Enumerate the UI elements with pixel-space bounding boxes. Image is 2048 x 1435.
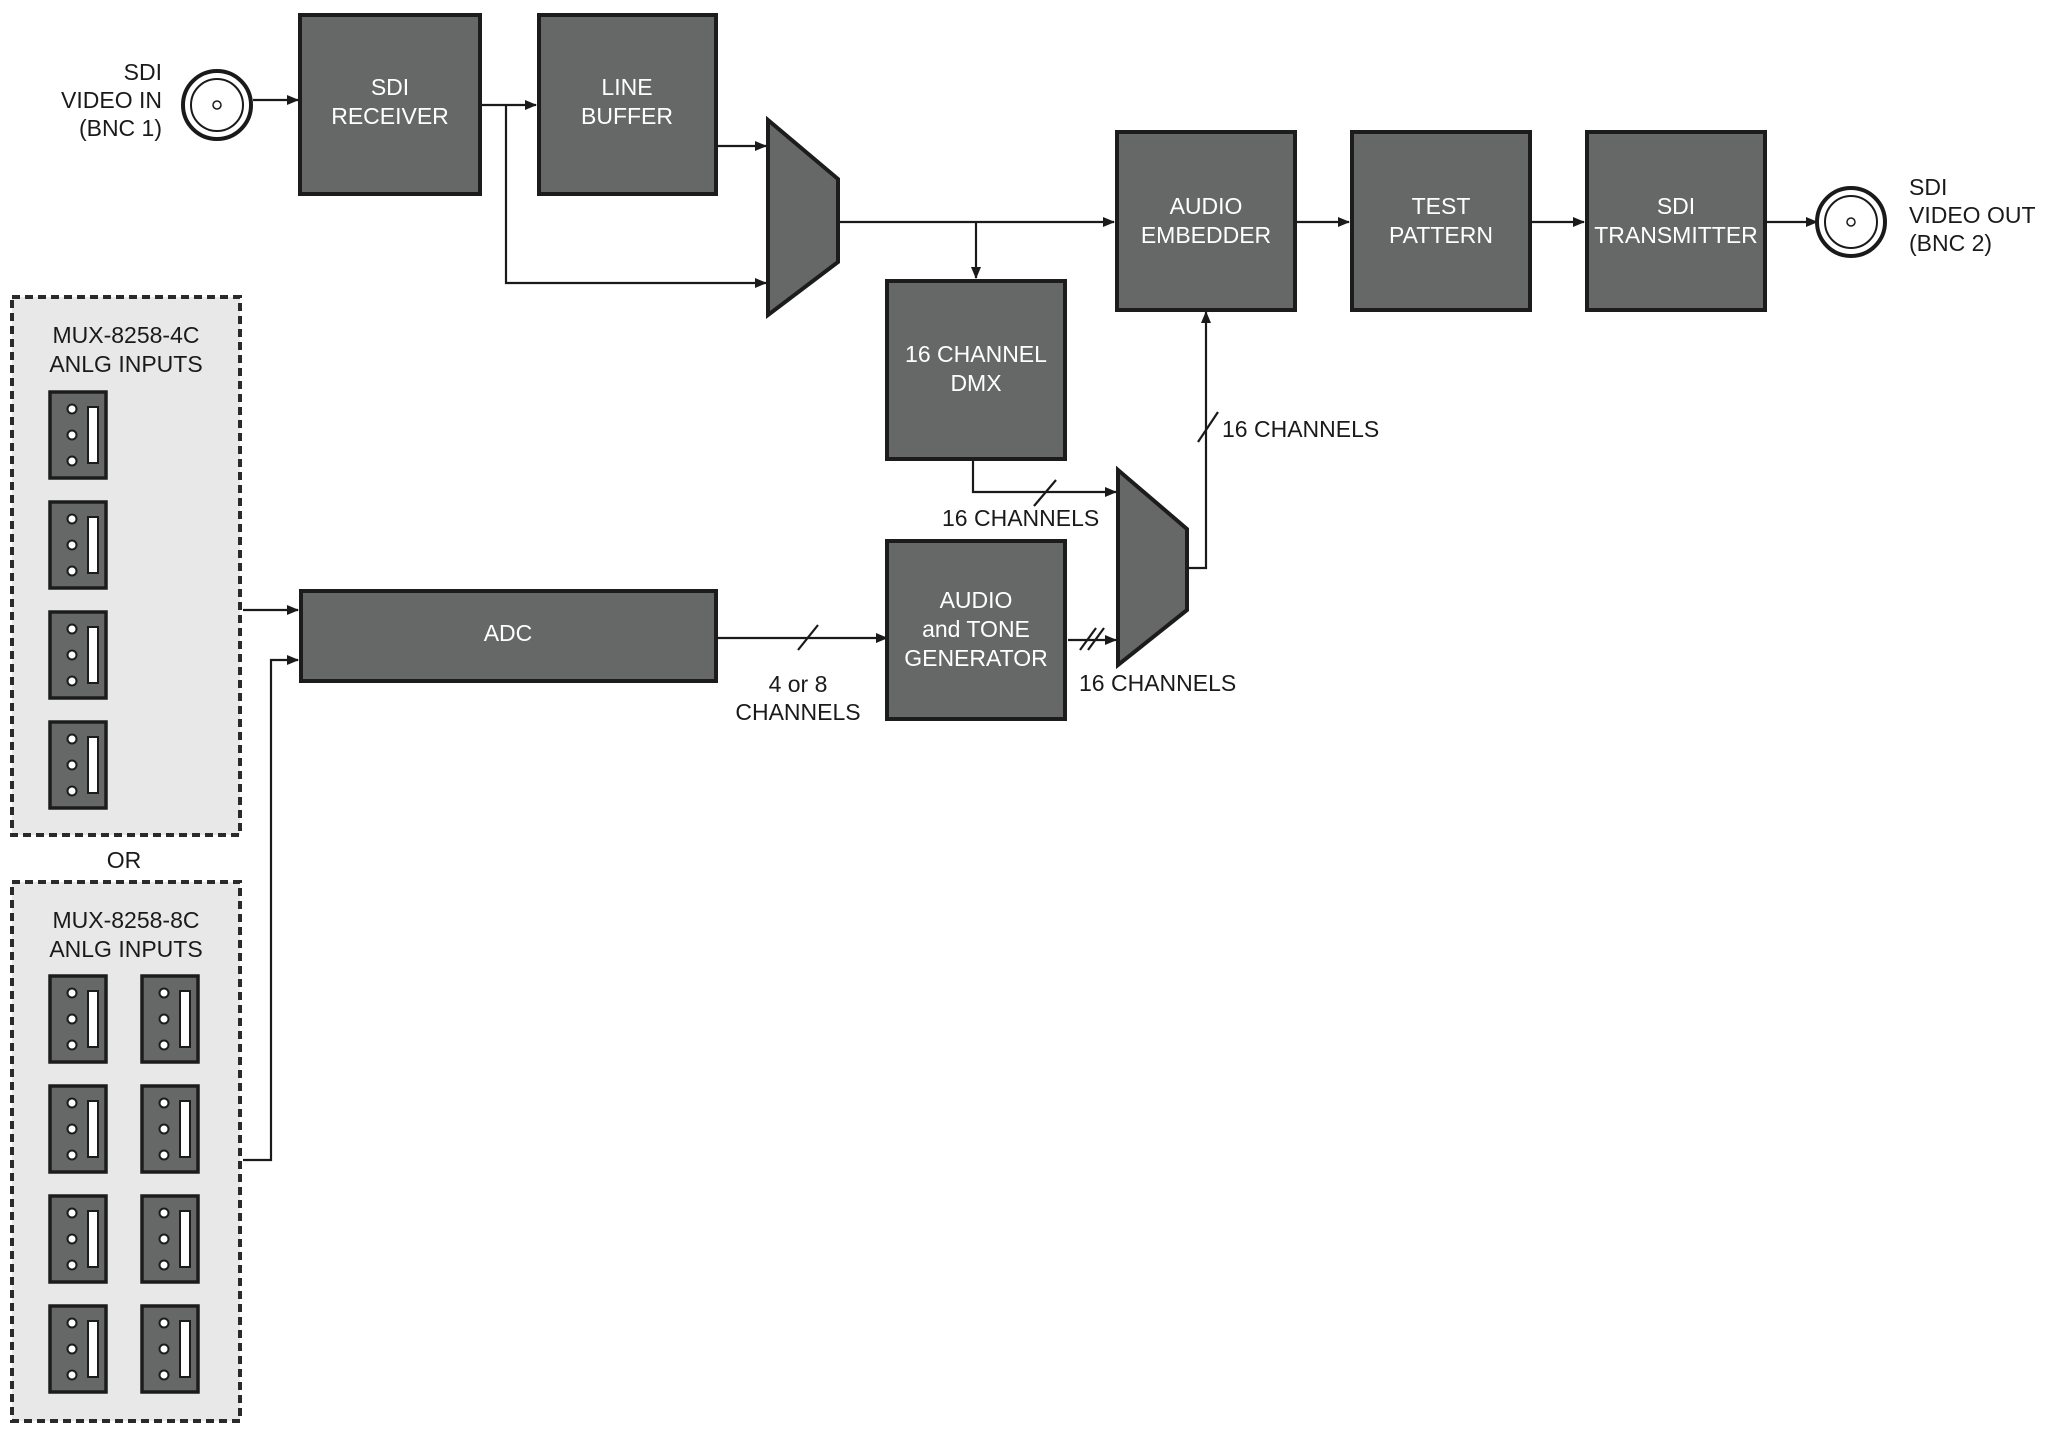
or-label: OR: [107, 847, 142, 873]
analog-input-connector-icon: [140, 1304, 200, 1394]
sdi-transmitter-block: [1585, 130, 1767, 312]
video-out-label-2: VIDEO OUT: [1909, 202, 2036, 228]
audio-tone-generator-block: [885, 539, 1067, 721]
audio-tone-generator-label-1: AUDIO: [940, 587, 1013, 613]
analog-input-connector-icon: [48, 500, 108, 590]
analog-input-connector-icon: [48, 1084, 108, 1174]
dmx-block: [885, 279, 1067, 461]
analog-input-connector-icon: [140, 1084, 200, 1174]
analog-input-connector-icon: [48, 390, 108, 480]
bus-slash-top: [1197, 411, 1219, 443]
analog-input-connector-icon: [48, 974, 108, 1064]
video-in-label-2: VIDEO IN: [61, 87, 162, 113]
sdi-transmitter-label-2: TRANSMITTER: [1594, 222, 1758, 248]
audio-embedder-block: [1115, 130, 1297, 312]
adc-label: ADC: [484, 620, 533, 646]
channels-4or8-label-2: CHANNELS: [735, 699, 860, 725]
analog-input-connectors: [48, 390, 200, 1394]
sdi-transmitter-label-1: SDI: [1657, 193, 1695, 219]
wire-8c-panel-to-adc: [243, 655, 299, 1162]
wire-audio-mux-to-embedder: [1187, 311, 1211, 570]
bus-slashes: [797, 411, 1219, 651]
bnc-1-connector-icon: [181, 69, 253, 141]
mux-8c-title-1: MUX-8258-8C: [53, 907, 200, 933]
line-buffer-block: [537, 13, 718, 196]
channels-16-bottom-label: 16 CHANNELS: [1079, 670, 1236, 696]
mux-8c-title-2: ANLG INPUTS: [49, 936, 202, 962]
signal-wires: [243, 95, 1818, 1162]
mux-4c-title-1: MUX-8258-4C: [53, 322, 200, 348]
mux-4c-title-2: ANLG INPUTS: [49, 351, 202, 377]
audio-mux: [1116, 465, 1189, 670]
sdi-receiver-block: [298, 13, 482, 196]
wire-dmx-to-audio-mux: [971, 460, 1117, 497]
mux-8258-4c-panel: [10, 295, 242, 837]
bus-slash-gen-a: [1079, 627, 1097, 651]
bnc-2-connector-icon: [1815, 186, 1887, 258]
bus-slash-adc: [797, 624, 819, 651]
line-buffer-label-2: BUFFER: [581, 103, 673, 129]
audio-tone-generator-label-3: GENERATOR: [904, 645, 1048, 671]
analog-input-connector-icon: [48, 720, 108, 810]
video-in-label-1: SDI: [124, 59, 162, 85]
sdi-receiver-label-1: SDI: [371, 74, 409, 100]
channels-16-top-label: 16 CHANNELS: [1222, 416, 1379, 442]
analog-input-connector-icon: [140, 1194, 200, 1284]
sdi-receiver-label-2: RECEIVER: [331, 103, 449, 129]
bus-slash-gen-b: [1087, 627, 1105, 651]
adc-block: [299, 589, 718, 683]
video-out-label-3: (BNC 2): [1909, 230, 1992, 256]
audio-tone-generator-label-2: and TONE: [922, 616, 1030, 642]
dmx-label-1: 16 CHANNEL: [905, 341, 1047, 367]
wire-receiver-bypass-to-mux: [504, 105, 767, 288]
bus-slash-mid: [1033, 479, 1057, 507]
line-buffer-label-1: LINE: [601, 74, 652, 100]
test-pattern-label-2: PATTERN: [1389, 222, 1493, 248]
dmx-label-2: DMX: [950, 370, 1001, 396]
channels-16-mid-label: 16 CHANNELS: [942, 505, 1099, 531]
test-pattern-block: [1350, 130, 1532, 312]
test-pattern-label-1: TEST: [1412, 193, 1471, 219]
video-out-label-1: SDI: [1909, 174, 1947, 200]
analog-input-connector-icon: [48, 1194, 108, 1284]
analog-input-connector-icon: [140, 974, 200, 1064]
mux-8258-8c-panel: [10, 880, 242, 1423]
audio-embedder-label-1: AUDIO: [1170, 193, 1243, 219]
video-mux: [766, 115, 840, 320]
audio-embedder-label-2: EMBEDDER: [1141, 222, 1271, 248]
channels-4or8-label-1: 4 or 8: [769, 671, 828, 697]
analog-input-connector-icon: [48, 1304, 108, 1394]
video-in-label-3: (BNC 1): [79, 115, 162, 141]
analog-input-connector-icon: [48, 610, 108, 700]
